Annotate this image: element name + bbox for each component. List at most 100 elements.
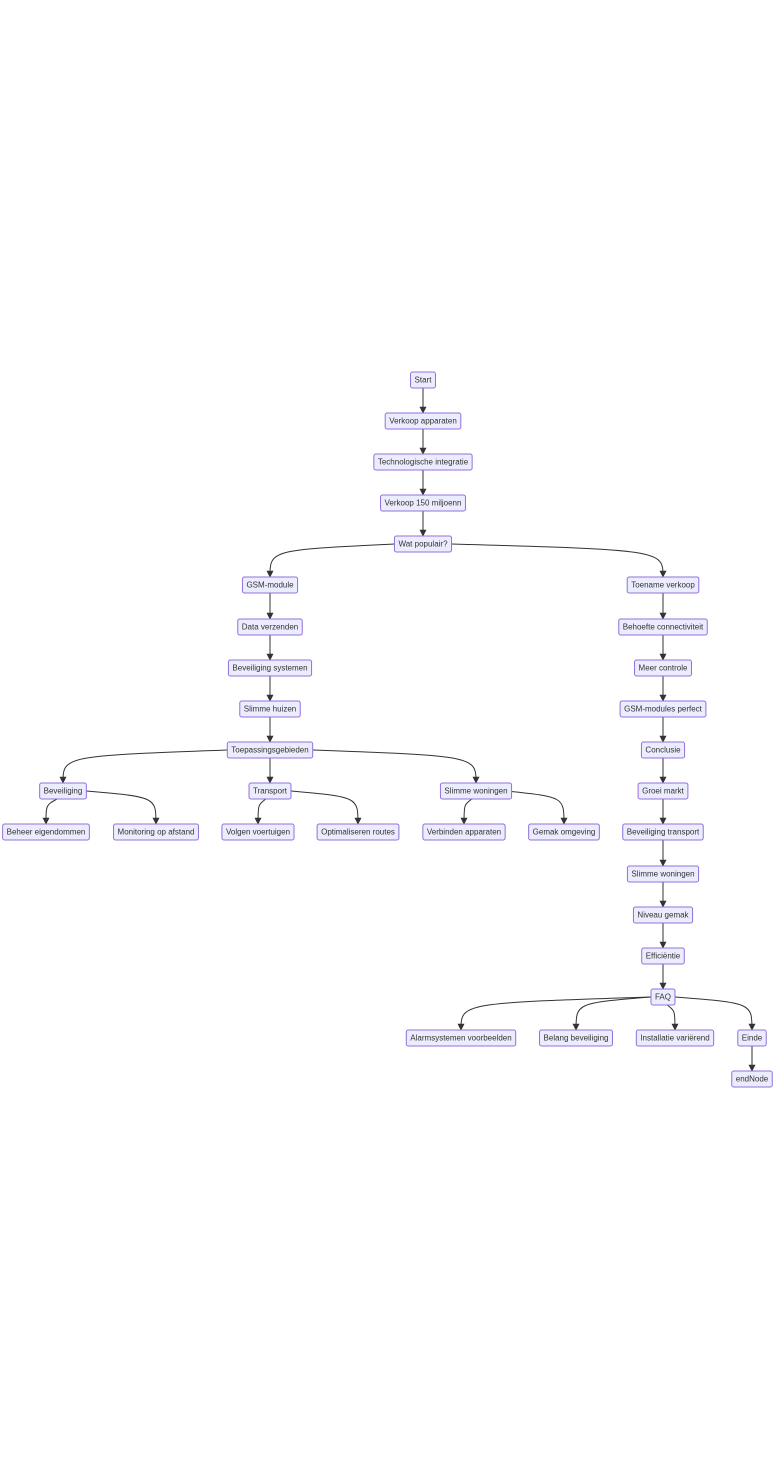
node-label: Meer controle — [639, 664, 688, 673]
node-monitoring: Monitoring op afstand — [113, 823, 199, 841]
node-box — [39, 782, 87, 800]
node-label: Beheer eigendommen — [7, 828, 86, 837]
node-box — [226, 741, 314, 759]
edge-faq-to-alarmsystemen — [457, 996, 652, 1031]
edge-toepassingsgebieden-to-slimme-woningen-1 — [312, 749, 480, 784]
edge-wat-populair-to-toename-verkoop — [451, 543, 667, 578]
node-transport: Transport — [248, 782, 292, 800]
node-label: Gemak omgeving — [533, 828, 596, 837]
node-label: GSM-modules perfect — [624, 705, 703, 714]
edge-beveiliging-to-monitoring — [86, 790, 160, 825]
node-label: Alarmsystemen voorbeelden — [410, 1034, 511, 1043]
node-box — [380, 494, 466, 512]
node-beveiliging: Beveiliging — [39, 782, 87, 800]
node-box — [731, 1070, 773, 1088]
edge-transport-to-optimaliseren-routes — [290, 790, 362, 825]
node-box — [528, 823, 600, 841]
node-label: Verkoop 150 miljoenn — [385, 499, 462, 508]
node-volgen-voertuigen: Volgen voertuigen — [221, 823, 295, 841]
node-endnode: endNode — [731, 1070, 773, 1088]
node-box — [227, 659, 313, 677]
node-label: Verkoop apparaten — [389, 417, 457, 426]
node-label: Belang beveiliging — [544, 1034, 609, 1043]
node-start: Start — [410, 371, 436, 389]
node-label: Start — [415, 376, 433, 385]
node-label: Slimme woningen — [631, 870, 694, 879]
node-label: Transport — [253, 787, 288, 796]
node-box — [393, 535, 453, 553]
node-label: Conclusie — [645, 746, 681, 755]
node-box — [239, 700, 301, 718]
edge-transport-to-volgen-voertuigen — [254, 798, 267, 825]
node-label: Slimme huizen — [244, 705, 296, 714]
edge-wat-populair-to-gsm-module — [266, 543, 395, 578]
node-box — [632, 906, 694, 924]
edge-beveiliging-to-beheer-eigendommen — [42, 798, 58, 825]
node-box — [241, 576, 299, 594]
node-box — [634, 659, 692, 677]
node-faq: FAQ — [650, 988, 676, 1006]
node-box — [539, 1029, 613, 1047]
node-label: Toename verkoop — [631, 581, 695, 590]
node-label: Slimme woningen — [444, 787, 507, 796]
node-optimaliseren-routes: Optimaliseren routes — [316, 823, 400, 841]
node-box — [650, 988, 676, 1006]
node-label: Data verzenden — [242, 623, 298, 632]
node-beveiliging-systemen: Beveiliging systemen — [227, 659, 313, 677]
node-box — [221, 823, 295, 841]
node-toename-verkoop: Toename verkoop — [626, 576, 700, 594]
node-label: Optimaliseren routes — [321, 828, 395, 837]
node-box — [618, 618, 708, 636]
node-box — [637, 782, 689, 800]
node-data-verzenden: Data verzenden — [237, 618, 303, 636]
node-gemak-omgeving: Gemak omgeving — [528, 823, 600, 841]
node-installatie: Installatie variërend — [635, 1029, 715, 1047]
node-label: Verbinden apparaten — [427, 828, 501, 837]
node-beveiliging-transport: Beveiliging transport — [622, 823, 704, 841]
node-efficientie: Efficiëntie — [641, 947, 685, 965]
node-label: Niveau gemak — [637, 911, 689, 920]
node-wat-populair: Wat populair? — [393, 535, 453, 553]
node-box — [641, 947, 685, 965]
node-label: Beveiliging transport — [627, 828, 700, 837]
node-slimme-huizen: Slimme huizen — [239, 700, 301, 718]
node-gsm-module: GSM-module — [241, 576, 299, 594]
node-gsm-perfect: GSM-modules perfect — [619, 700, 707, 718]
node-box — [619, 700, 707, 718]
node-alarmsystemen: Alarmsystemen voorbeelden — [405, 1029, 517, 1047]
node-toepassingsgebieden: Toepassingsgebieden — [226, 741, 314, 759]
node-box — [2, 823, 90, 841]
node-slimme-woningen-1: Slimme woningen — [439, 782, 513, 800]
node-label: Monitoring op afstand — [118, 828, 195, 837]
node-niveau-gemak: Niveau gemak — [632, 906, 694, 924]
node-box — [626, 865, 700, 883]
node-box — [622, 823, 704, 841]
node-box — [384, 412, 462, 430]
node-label: Behoefte connectiviteit — [623, 623, 704, 632]
node-box — [248, 782, 292, 800]
node-box — [439, 782, 513, 800]
node-conclusie: Conclusie — [640, 741, 686, 759]
node-label: Efficiëntie — [646, 952, 681, 961]
node-label: GSM-module — [246, 581, 294, 590]
node-box — [640, 741, 686, 759]
node-label: Technologische integratie — [378, 458, 469, 467]
node-label: Beveiliging systemen — [232, 664, 307, 673]
node-label: Beveiliging — [44, 787, 83, 796]
node-verbinden-apparaten: Verbinden apparaten — [422, 823, 506, 841]
node-box — [237, 618, 303, 636]
node-label: Volgen voertuigen — [226, 828, 290, 837]
edge-faq-to-installatie — [666, 1004, 679, 1031]
node-verkoop-apparaten: Verkoop apparaten — [384, 412, 462, 430]
node-box — [635, 1029, 715, 1047]
node-verkoop-150: Verkoop 150 miljoenn — [380, 494, 466, 512]
node-box — [422, 823, 506, 841]
node-box — [113, 823, 199, 841]
node-label: FAQ — [655, 993, 671, 1002]
node-box — [405, 1029, 517, 1047]
edges — [42, 388, 756, 1072]
node-beheer-eigendommen: Beheer eigendommen — [2, 823, 90, 841]
edge-slimme-woningen-1-to-verbinden-apparaten — [460, 798, 473, 825]
node-box — [626, 576, 700, 594]
